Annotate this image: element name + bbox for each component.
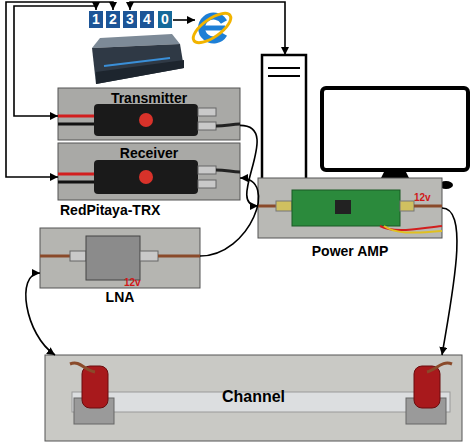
browser-link [173, 19, 195, 21]
node-text: 4 [140, 12, 154, 27]
browser-logo [189, 8, 235, 48]
node-text: LNA [40, 290, 200, 305]
sma-connector [70, 251, 86, 261]
sma-connector [140, 251, 158, 261]
node-text: 12v [124, 277, 141, 288]
black-wire [58, 123, 94, 126]
signal-connector [200, 178, 259, 256]
port-box: 2 [105, 10, 121, 29]
pc-drive [268, 67, 300, 69]
signal-connector [6, 2, 113, 177]
node-text: 1 [89, 12, 103, 27]
sma-connector [400, 201, 414, 211]
lan-wire [130, 2, 285, 55]
lna-box: LNA 12v [40, 228, 200, 306]
signal-connector [240, 125, 258, 206]
red-wire [58, 115, 94, 118]
power-amp-photo [258, 178, 442, 238]
sma-connector [198, 108, 216, 116]
receiver-photo [58, 143, 240, 200]
pc-drive [268, 75, 300, 77]
node-text: Power AMP [258, 244, 442, 259]
coax-cable [258, 205, 276, 208]
signal-connector [26, 273, 55, 355]
redpitaya-board [94, 104, 198, 136]
node-text: 12v [414, 192, 431, 203]
logo-e [202, 16, 224, 40]
channel-photo [45, 355, 462, 441]
node-text: 3 [123, 12, 137, 27]
transmitter-photo [58, 88, 240, 140]
sma-connector [198, 122, 216, 130]
power-wire [384, 226, 442, 233]
photo-bg [258, 178, 442, 238]
photo-bg [40, 228, 200, 288]
coax-cable [414, 205, 442, 208]
lna-photo [40, 228, 200, 288]
port-box: 4 [139, 10, 155, 29]
lna-case [86, 236, 140, 280]
signal-connector [442, 208, 457, 355]
coax-cable [216, 170, 240, 172]
amplifier-box: Power AMP 12v [258, 178, 442, 262]
coax-cable [216, 124, 240, 126]
sma-connector [198, 166, 216, 174]
port-box: 0 [157, 10, 173, 29]
redpitaya-logo [139, 170, 153, 184]
photo-bg [45, 355, 462, 441]
red-coil [82, 366, 108, 408]
red-wire [58, 173, 94, 176]
sma-connector [198, 180, 216, 188]
coax-cable [158, 255, 200, 258]
computer-icon [262, 55, 468, 189]
logo-ring [189, 8, 235, 48]
transmitter-box: Transmitter [58, 88, 240, 140]
port-box: 3 [122, 10, 138, 29]
logo-bar [201, 26, 225, 31]
signal-connector [14, 6, 96, 116]
node-text: 0 [158, 12, 172, 27]
router-body [92, 44, 184, 84]
coax-cable [70, 363, 95, 372]
redpitaya-board [94, 160, 198, 194]
sma-connector [276, 201, 292, 211]
node-text: Receiver [58, 146, 240, 161]
pc-tower [262, 55, 306, 181]
node-text: 2 [106, 12, 120, 27]
router-icon [92, 34, 184, 84]
pc-monitor [322, 88, 468, 170]
receiver-box: Receiver [58, 143, 240, 200]
photo-bg [58, 143, 240, 200]
coax-cable [427, 363, 452, 372]
amp-chip [335, 200, 351, 214]
node-text: Channel [45, 388, 462, 406]
group-label: RedPitaya-TRX [60, 203, 160, 218]
channel-box: Channel [45, 355, 462, 441]
coax-cable [40, 255, 70, 258]
redpitaya-logo [139, 113, 153, 127]
amp-pcb [292, 190, 400, 226]
black-wire [58, 181, 94, 184]
router-lights [104, 58, 170, 66]
port-box: 1 [88, 10, 104, 29]
router-base [96, 60, 184, 84]
photo-bg [58, 88, 240, 140]
red-coil [414, 366, 440, 408]
node-text: Transmitter [58, 91, 240, 106]
